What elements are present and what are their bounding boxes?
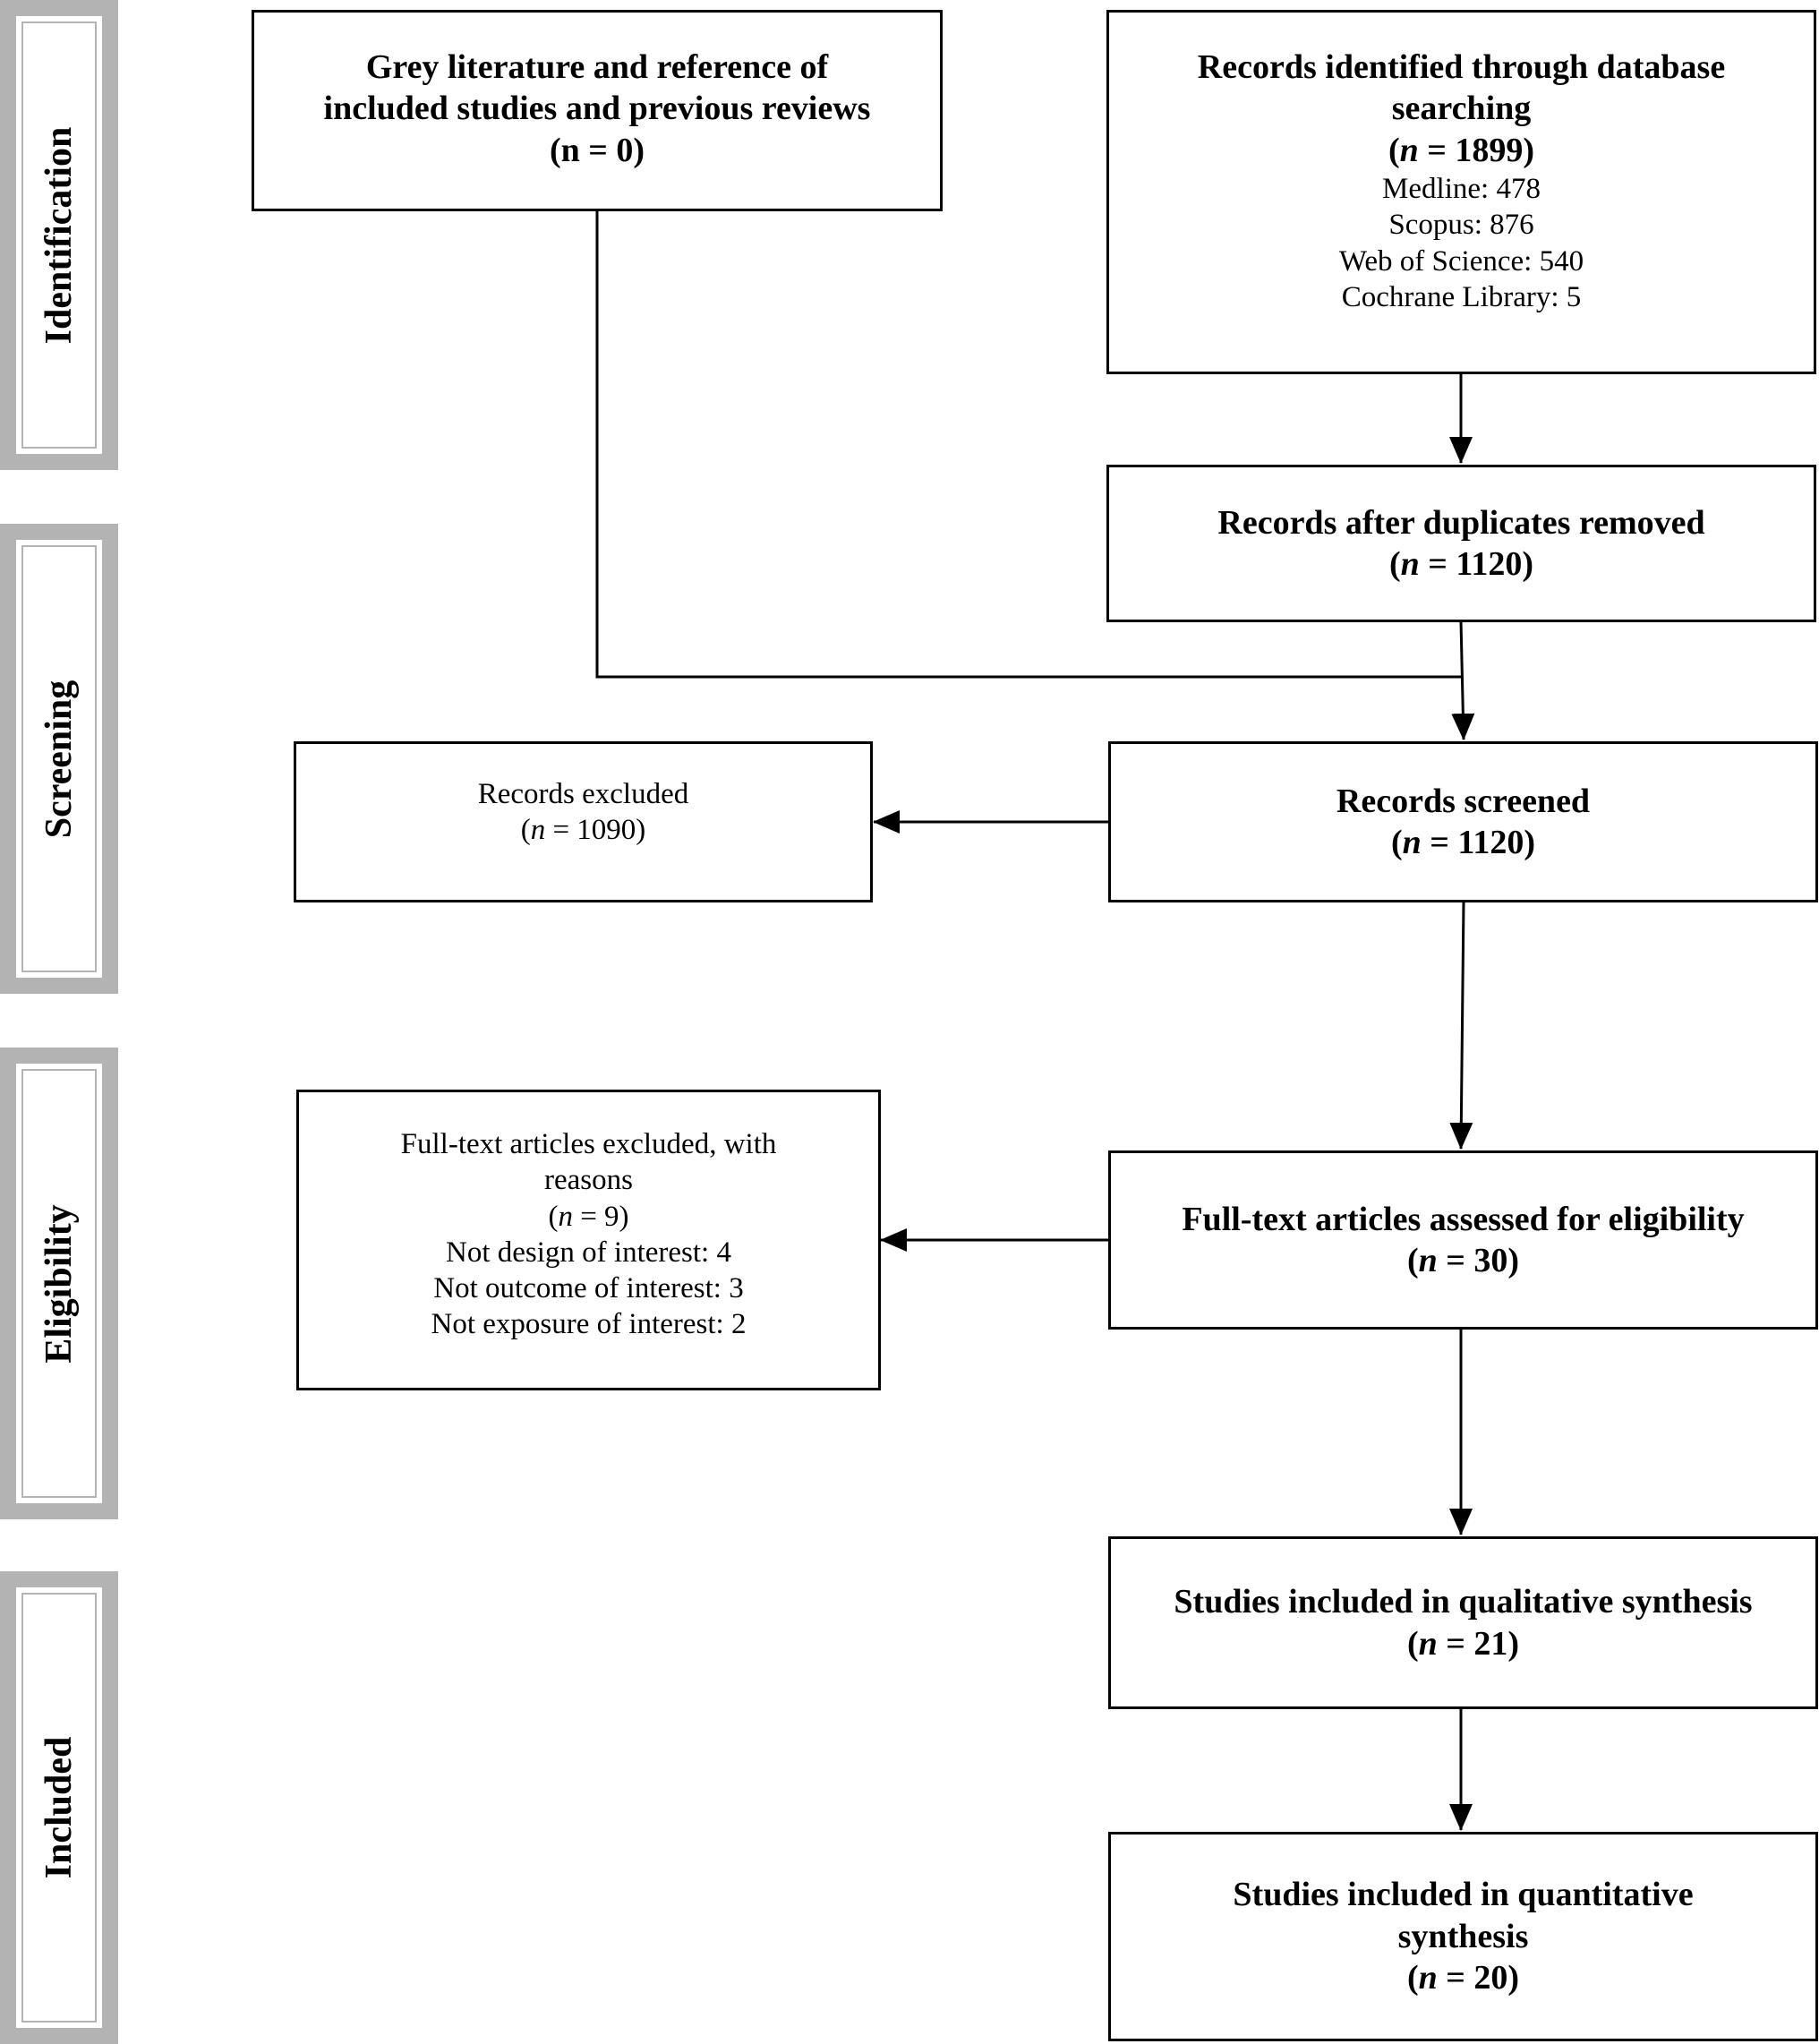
qualitative-title: Studies included in qualitative synthesi… bbox=[1174, 1583, 1753, 1621]
quantitative-line-2: synthesis bbox=[1397, 1917, 1529, 1955]
fulltext-excluded-box: Full-text articles excluded, with reason… bbox=[296, 1090, 881, 1390]
fulltext-excluded-count: (n = 9) bbox=[548, 1200, 629, 1233]
records-excluded-title: Records excluded bbox=[477, 778, 689, 810]
database-search-line-2: searching bbox=[1391, 90, 1532, 128]
phase-included: Included bbox=[0, 1571, 118, 2044]
database-search-count: (n = 1899) bbox=[1388, 131, 1535, 169]
source-cochrane: Cochrane Library: 5 bbox=[1341, 280, 1582, 313]
source-medline: Medline: 478 bbox=[1382, 173, 1541, 206]
arrow-duplicates-to-screened bbox=[1451, 620, 1475, 740]
grey-literature-line-2: included studies and previous reviews bbox=[323, 90, 871, 128]
quantitative-line-1: Studies included in quantitative bbox=[1233, 1876, 1694, 1914]
database-search-box: Records identified through database sear… bbox=[1106, 10, 1816, 374]
quantitative-count: (n = 20) bbox=[1406, 1959, 1520, 1997]
fulltext-assessed-title: Full-text articles assessed for eligibil… bbox=[1182, 1200, 1745, 1238]
fulltext-excluded-line-2: reasons bbox=[544, 1164, 633, 1197]
phase-screening: Screening bbox=[0, 524, 118, 994]
grey-literature-count: (n = 0) bbox=[549, 131, 645, 169]
fulltext-excluded-line-1: Full-text articles excluded, with bbox=[400, 1128, 777, 1160]
duplicates-removed-box: Records after duplicates removed (n = 11… bbox=[1106, 465, 1816, 622]
duplicates-removed-count: (n = 1120) bbox=[1388, 545, 1533, 583]
records-screened-count: (n = 1120) bbox=[1390, 824, 1535, 861]
source-web-of-science: Web of Science: 540 bbox=[1338, 244, 1584, 278]
grey-literature-line-1: Grey literature and reference of bbox=[365, 48, 829, 86]
database-search-line-1: Records identified through database bbox=[1197, 48, 1726, 86]
qualitative-count: (n = 21) bbox=[1406, 1624, 1520, 1663]
fulltext-assessed-count: (n = 30) bbox=[1406, 1242, 1520, 1279]
reason-outcome: Not outcome of interest: 3 bbox=[433, 1272, 744, 1304]
duplicates-removed-title: Records after duplicates removed bbox=[1217, 503, 1705, 542]
records-excluded-box: Records excluded (n = 1090) bbox=[294, 741, 873, 902]
reason-design: Not design of interest: 4 bbox=[446, 1236, 731, 1269]
qualitative-synthesis-box: Studies included in qualitative synthesi… bbox=[1108, 1536, 1818, 1709]
arrow-screened-to-fulltext bbox=[1449, 902, 1473, 1150]
phase-eligibility: Eligibility bbox=[0, 1048, 118, 1519]
line-grey-literature-merge bbox=[595, 210, 1461, 679]
quantitative-synthesis-box: Studies included in quantitative synthes… bbox=[1108, 1832, 1818, 2041]
grey-literature-box: Grey literature and reference of include… bbox=[252, 10, 943, 211]
records-screened-box: Records screened (n = 1120) bbox=[1108, 741, 1818, 902]
fulltext-assessed-box: Full-text articles assessed for eligibil… bbox=[1108, 1150, 1818, 1330]
source-scopus: Scopus: 876 bbox=[1388, 209, 1534, 242]
phase-identification: Identification bbox=[0, 0, 118, 470]
reason-exposure: Not exposure of interest: 2 bbox=[431, 1308, 747, 1341]
records-excluded-count: (n = 1090) bbox=[520, 814, 646, 847]
records-screened-title: Records screened bbox=[1336, 782, 1591, 820]
